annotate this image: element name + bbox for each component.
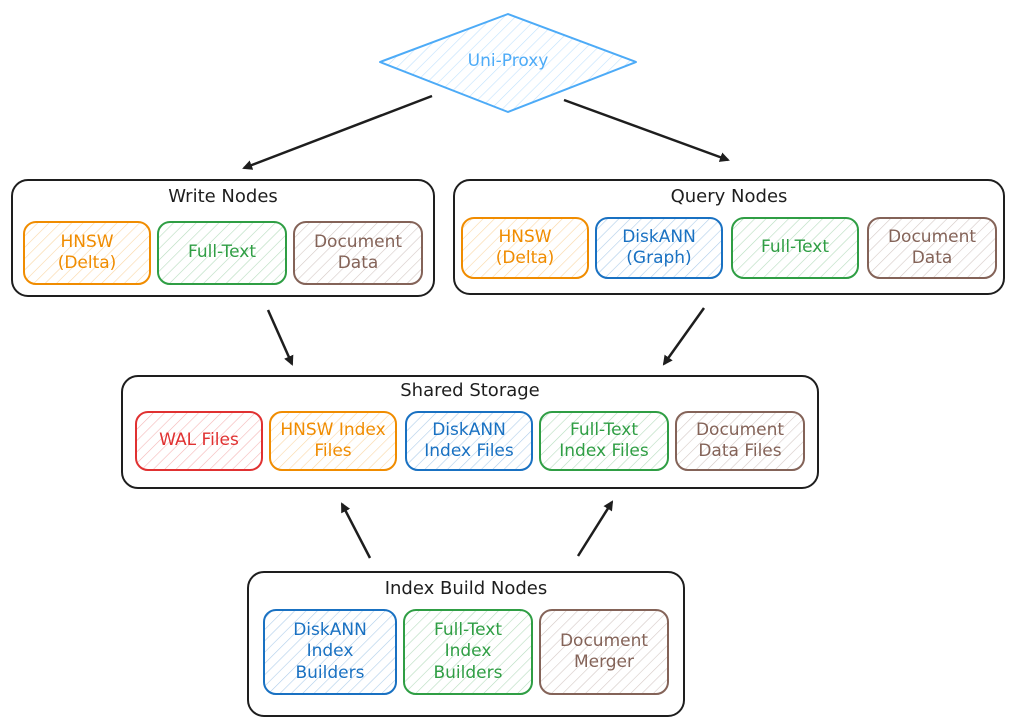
write-document-data-label: Document Data	[313, 231, 403, 273]
build-diskann-index-builders-label: DiskANN Index Builders	[293, 620, 367, 683]
query-full-text-label: Full-Text	[760, 237, 830, 258]
shared-storage-box-4	[675, 411, 805, 471]
storage-full-text-index-files-label: Full-Text Index Files	[559, 419, 649, 461]
arrow-build-to-storage-left	[340, 502, 372, 559]
write-hnsw-delta-label: HNSW (Delta)	[57, 231, 117, 273]
storage-hnsw-index-files-label: HNSW Index Files	[280, 419, 386, 461]
storage-wal-files-label: WAL Files	[159, 430, 239, 451]
shared-storage-box-1	[269, 411, 397, 471]
write-nodes-box-0	[23, 221, 151, 285]
write-nodes-frame	[11, 179, 435, 297]
shared-storage-box-3	[539, 411, 669, 471]
write-nodes-box-1	[157, 221, 287, 285]
storage-document-data-files-label: Document Data Files	[695, 419, 785, 461]
arrow-query-to-storage	[662, 307, 706, 366]
index-build-nodes-box-0	[263, 609, 397, 695]
uni-proxy-node	[379, 13, 637, 113]
shared-storage-frame	[121, 375, 819, 489]
shared-storage-title: Shared Storage	[400, 380, 540, 401]
query-diskann-graph-label: DiskANN (Graph)	[622, 226, 696, 268]
arrow-build-to-storage-right	[576, 500, 614, 557]
arrow-proxy-to-query	[563, 98, 730, 162]
write-full-text-label: Full-Text	[187, 242, 257, 263]
shared-storage-box-0	[135, 411, 263, 471]
query-nodes-box-3	[867, 217, 997, 279]
build-full-text-index-builders-label: Full-Text Index Builders	[433, 620, 503, 683]
query-nodes-box-2	[731, 217, 859, 279]
index-build-nodes-box-2	[539, 609, 669, 695]
write-nodes-title: Write Nodes	[168, 186, 278, 207]
query-nodes-frame	[453, 179, 1005, 295]
storage-diskann-index-files-label: DiskANN Index Files	[424, 419, 514, 461]
query-nodes-box-1	[595, 217, 723, 279]
shared-storage-box-2	[405, 411, 533, 471]
arrow-proxy-to-write	[242, 94, 433, 170]
build-document-merger-label: Document Merger	[559, 630, 649, 672]
index-build-nodes-title: Index Build Nodes	[384, 578, 548, 599]
query-nodes-title: Query Nodes	[670, 186, 788, 207]
index-build-nodes-frame	[247, 571, 685, 717]
query-hnsw-delta-label: HNSW (Delta)	[495, 226, 555, 268]
query-document-data-label: Document Data	[887, 226, 977, 268]
arrow-write-to-storage	[266, 309, 294, 366]
index-build-nodes-box-1	[403, 609, 533, 695]
query-nodes-box-0	[461, 217, 589, 279]
uni-proxy-label: Uni-Proxy	[467, 51, 549, 72]
write-nodes-box-2	[293, 221, 423, 285]
